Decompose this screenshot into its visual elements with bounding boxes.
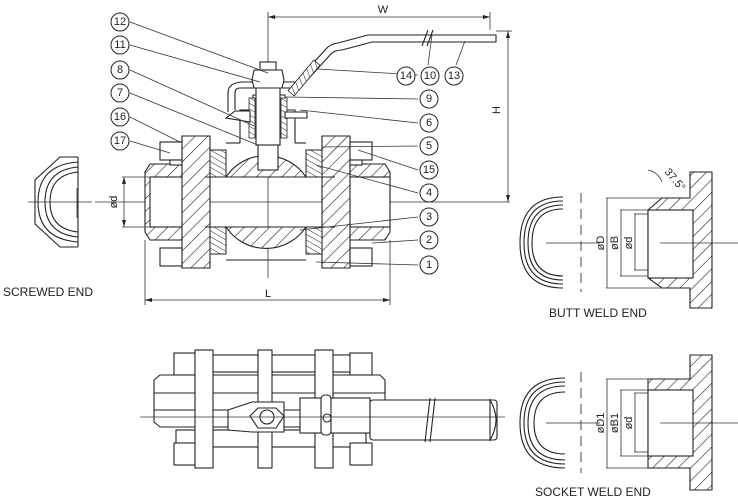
svg-text:2: 2 [426,234,432,246]
dim-socket-outer: øD1 [595,413,607,434]
dim-bore: ød [108,196,120,209]
callout-14: 14 [396,66,416,86]
callout-1: 1 [419,255,439,275]
svg-text:10: 10 [424,70,436,82]
callout-4: 4 [419,183,439,203]
callout-15: 15 [419,160,439,180]
callout-9: 9 [419,89,439,109]
callout-2: 2 [419,230,439,250]
top-view [140,349,505,469]
caption-screwed-end: SCREWED END [3,285,93,299]
svg-text:1: 1 [426,259,432,271]
dim-butt-outer: øD [595,236,607,251]
svg-text:16: 16 [114,111,126,123]
svg-text:11: 11 [114,39,125,51]
svg-text:12: 12 [114,16,126,28]
part-callouts: 12 11 8 7 16 17 14 10 13 9 6 5 15 4 3 2 … [110,12,464,275]
callout-6: 6 [419,113,439,133]
svg-text:4: 4 [426,187,432,199]
dim-socket-inner: ød [623,417,635,430]
butt-weld-end-view: øD øB ød 37.5° BUTT WELD END [519,166,738,320]
svg-text:6: 6 [426,117,432,129]
svg-text:9: 9 [426,93,432,105]
svg-text:15: 15 [423,164,435,176]
dim-butt-inner: ød [623,237,635,250]
svg-text:3: 3 [426,211,432,223]
dim-h: H [491,106,503,114]
callout-8: 8 [110,60,130,80]
svg-text:13: 13 [448,70,460,82]
callout-12: 12 [110,12,130,32]
callout-11: 11 [110,35,130,55]
svg-text:5: 5 [426,140,432,152]
leader-lines [129,21,466,266]
svg-text:17: 17 [114,135,126,147]
callout-17: 17 [110,131,130,151]
dim-w: W [378,4,389,16]
svg-text:7: 7 [117,87,123,99]
screwed-end-view: SCREWED END [3,156,93,299]
dim-socket-mid: øB1 [609,413,621,433]
socket-weld-end-view: øD1 øB1 ød SOCKET WELD END [519,354,738,499]
callout-7: 7 [110,83,130,103]
dim-l: L [265,288,271,300]
callout-16: 16 [110,107,130,127]
dim-butt-mid: øB [609,236,621,250]
svg-text:14: 14 [400,70,412,82]
callout-5: 5 [419,136,439,156]
callout-3: 3 [419,207,439,227]
dim-bevel-angle: 37.5° [662,166,688,193]
callout-13: 13 [444,66,464,86]
callout-10: 10 [420,66,440,86]
caption-socket-weld-end: SOCKET WELD END [535,485,651,499]
svg-text:8: 8 [117,64,123,76]
section-view: W H [95,4,512,305]
caption-butt-weld-end: BUTT WELD END [549,306,647,320]
